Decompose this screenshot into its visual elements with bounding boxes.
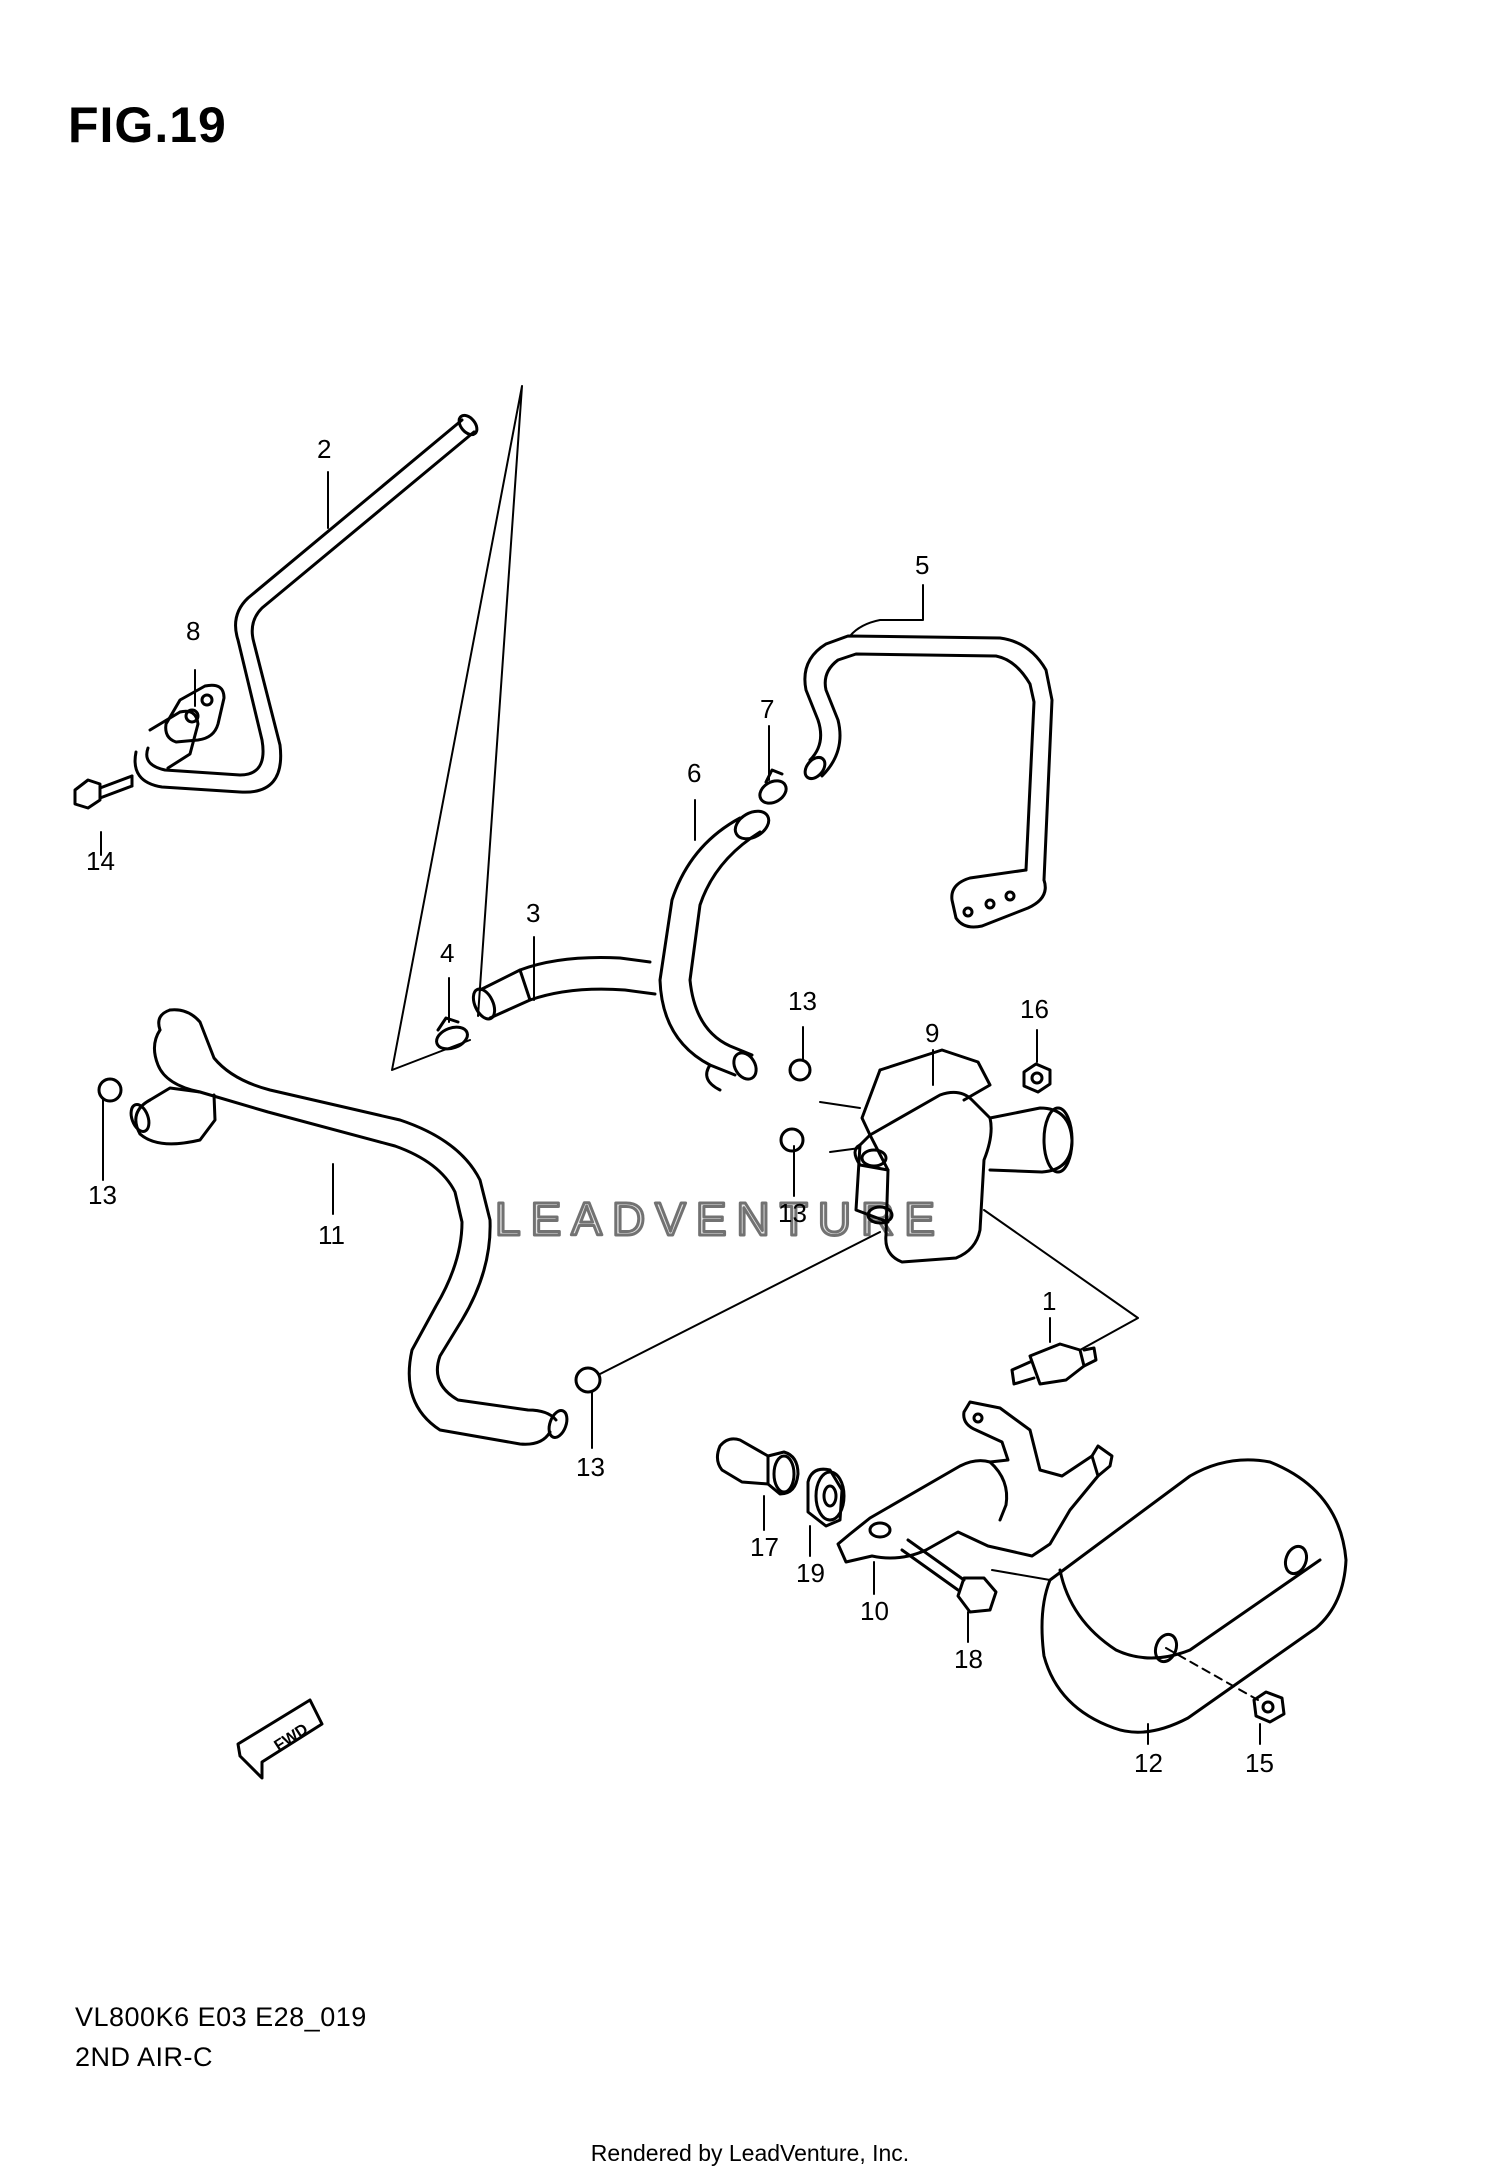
part-13-clamp-upper xyxy=(788,1058,812,1082)
part-13-clamp-left xyxy=(97,1077,123,1103)
part-5-pipe xyxy=(803,634,1054,929)
figure-name: 2ND AIR-C xyxy=(75,2042,214,2072)
part-2-pipe xyxy=(133,413,479,794)
callout-13-left: 13 xyxy=(88,1180,117,1210)
part-4-clamp xyxy=(435,1016,469,1051)
callout-12: 12 xyxy=(1134,1748,1163,1778)
part-3-hose xyxy=(471,956,657,1021)
callout-13-upper: 13 xyxy=(788,986,817,1016)
figure-code: VL800K6 E03 E28_019 xyxy=(75,2002,367,2032)
callout-10: 10 xyxy=(860,1596,889,1626)
callout-14: 14 xyxy=(86,846,115,876)
part-13-clamp-lower xyxy=(574,1366,602,1394)
callout-13-mid: 13 xyxy=(778,1198,807,1228)
part-12-cover xyxy=(991,1458,1348,1734)
part-8-gasket xyxy=(164,683,226,744)
callout-19: 19 xyxy=(796,1558,825,1588)
callout-3: 3 xyxy=(526,898,540,928)
callout-9: 9 xyxy=(925,1018,939,1048)
callout-16: 16 xyxy=(1020,994,1049,1024)
fwd-arrow-icon xyxy=(236,1698,324,1780)
part-11-hose xyxy=(129,1008,569,1446)
part-18-bolt xyxy=(900,1538,998,1614)
callout-13-lower: 13 xyxy=(576,1452,605,1482)
part-6-hose xyxy=(658,809,771,1092)
callout-6: 6 xyxy=(687,758,701,788)
callout-4: 4 xyxy=(440,938,454,968)
part-16-nut xyxy=(1022,1062,1052,1094)
part-7-clamp xyxy=(758,768,788,805)
callout-8: 8 xyxy=(186,616,200,646)
callout-18: 18 xyxy=(954,1644,983,1674)
part-10-bracket xyxy=(836,1400,1114,1564)
watermark: LEADVENTURE xyxy=(495,1193,945,1245)
footer-credit: Rendered by LeadVenture, Inc. xyxy=(590,2140,910,2166)
callout-17: 17 xyxy=(750,1532,779,1562)
callout-2: 2 xyxy=(317,434,331,464)
part-15-nut xyxy=(1252,1690,1286,1724)
callout-5: 5 xyxy=(915,550,929,580)
part-13-clamp-mid xyxy=(779,1127,805,1153)
callout-11: 11 xyxy=(318,1220,345,1250)
part-9-valve xyxy=(853,1048,1074,1264)
part-19-grommet xyxy=(806,1467,846,1528)
part-1-sensor xyxy=(1010,1342,1098,1386)
callout-7: 7 xyxy=(760,694,774,724)
callout-15: 15 xyxy=(1245,1748,1274,1778)
callout-1: 1 xyxy=(1042,1286,1056,1316)
part-14-bolt xyxy=(73,774,134,810)
figure-title: FIG.19 xyxy=(68,97,227,153)
part-17-bolt xyxy=(715,1437,800,1496)
